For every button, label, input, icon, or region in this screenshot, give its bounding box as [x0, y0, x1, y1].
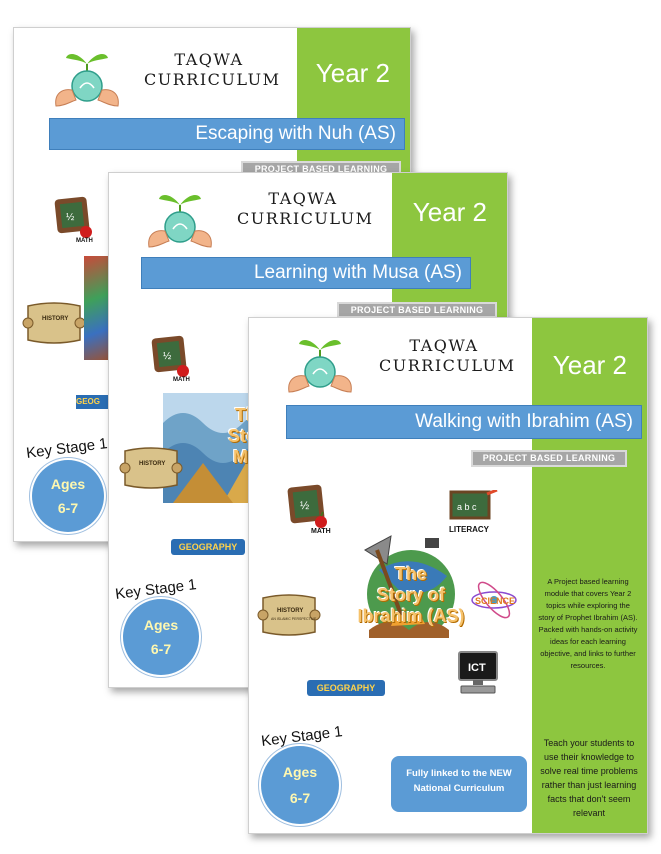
taqwa-logo	[148, 195, 212, 248]
project-based-learning-badge: PROJECT BASED LEARNING	[339, 304, 495, 316]
national-curriculum-badge: Fully linked to the NEW National Curricu…	[391, 756, 527, 812]
ict-computer-icon: ICT	[458, 651, 498, 694]
taqwa-logo	[55, 54, 119, 107]
svg-text:MATH: MATH	[173, 377, 190, 383]
history-scroll-icon: HISTORY AN ISLAMIC PERSPECTIVE	[257, 594, 321, 636]
brand-line-1: TAQWA	[174, 50, 244, 69]
science-icon: SCIENCE	[471, 581, 517, 619]
svg-text:HISTORY: HISTORY	[42, 316, 68, 322]
math-chalkboard-icon: ½ MATH	[287, 484, 331, 534]
brand-line-1: TAQWA	[409, 336, 479, 355]
svg-text:HISTORY: HISTORY	[277, 608, 303, 614]
ages-badge: Ages 6-7	[123, 599, 199, 675]
ages-badge: Ages 6-7	[261, 746, 339, 824]
cover-title: Escaping with Nuh (AS)	[49, 118, 405, 150]
svg-text:AN ISLAMIC PERSPECTIVE: AN ISLAMIC PERSPECTIVE	[271, 617, 317, 621]
ages-range: 6-7	[150, 641, 172, 657]
svg-text:½: ½	[163, 351, 172, 362]
story-line-2: Story of	[376, 585, 445, 605]
brand-line-1: TAQWA	[268, 189, 338, 208]
svg-text:MATH: MATH	[311, 528, 331, 534]
svg-text:½: ½	[66, 212, 75, 223]
math-chalkboard-icon: ½ MATH	[54, 196, 93, 244]
ages-label: Ages	[143, 617, 179, 633]
ages-label: Ages	[50, 476, 86, 492]
svg-text:a b c: a b c	[457, 502, 477, 512]
key-stage-label: Key Stage 1	[25, 435, 109, 462]
svg-text:MATH: MATH	[76, 238, 93, 244]
literacy-icon: a b c LITERACY	[449, 490, 498, 534]
year-label: Year 2	[315, 58, 390, 88]
history-scroll-icon: HISTORY	[119, 447, 183, 489]
taqwa-logo	[288, 340, 352, 393]
ages-range: 6-7	[57, 500, 79, 516]
cover-title: Learning with Musa (AS)	[141, 257, 471, 289]
svg-text:ICT: ICT	[468, 662, 486, 674]
story-artwork	[364, 535, 455, 638]
ages-range: 6-7	[289, 790, 311, 806]
cover-walking-with-ibrahim: Year 2 TAQWA CURRICULUM Walking with Ibr…	[248, 317, 648, 834]
story-line-1: The	[394, 564, 427, 584]
geography-icon: GEOGRAPHY	[307, 680, 385, 696]
ages-badge: Ages 6-7	[32, 460, 104, 532]
module-description: A Project based learning module that cov…	[538, 577, 638, 670]
geography-icon: GEOGRAPHY	[171, 539, 245, 555]
story-title-art: The Story of Ibrahim (AS)	[341, 564, 481, 627]
ages-label: Ages	[282, 764, 318, 780]
brand-name: TAQWA CURRICULUM	[379, 336, 516, 376]
svg-text:½: ½	[300, 500, 309, 512]
geography-icon: GEOG	[76, 395, 112, 409]
cover-title: Walking with Ibrahim (AS)	[286, 405, 642, 439]
brand-name: TAQWA CURRICULUM	[237, 189, 374, 229]
year-label: Year 2	[412, 197, 487, 227]
history-scroll-icon: HISTORY	[22, 302, 86, 344]
brand-line-2: CURRICULUM	[237, 209, 374, 228]
project-based-learning-badge: PROJECT BASED LEARNING	[473, 452, 625, 465]
svg-text:LITERACY: LITERACY	[449, 525, 490, 534]
year-label: Year 2	[552, 350, 627, 380]
math-chalkboard-icon: ½ MATH	[151, 335, 190, 383]
svg-text:HISTORY: HISTORY	[139, 461, 165, 467]
green-side-panel	[532, 318, 647, 833]
brand-line-2: CURRICULUM	[379, 356, 516, 375]
story-line-3: Ibrahim (AS)	[357, 606, 465, 626]
svg-text:SCIENCE: SCIENCE	[475, 596, 515, 606]
teach-students-text: Teach your students to use their knowled…	[540, 738, 638, 818]
brand-line-2: CURRICULUM	[144, 70, 281, 89]
brand-name: TAQWA CURRICULUM	[144, 50, 281, 90]
